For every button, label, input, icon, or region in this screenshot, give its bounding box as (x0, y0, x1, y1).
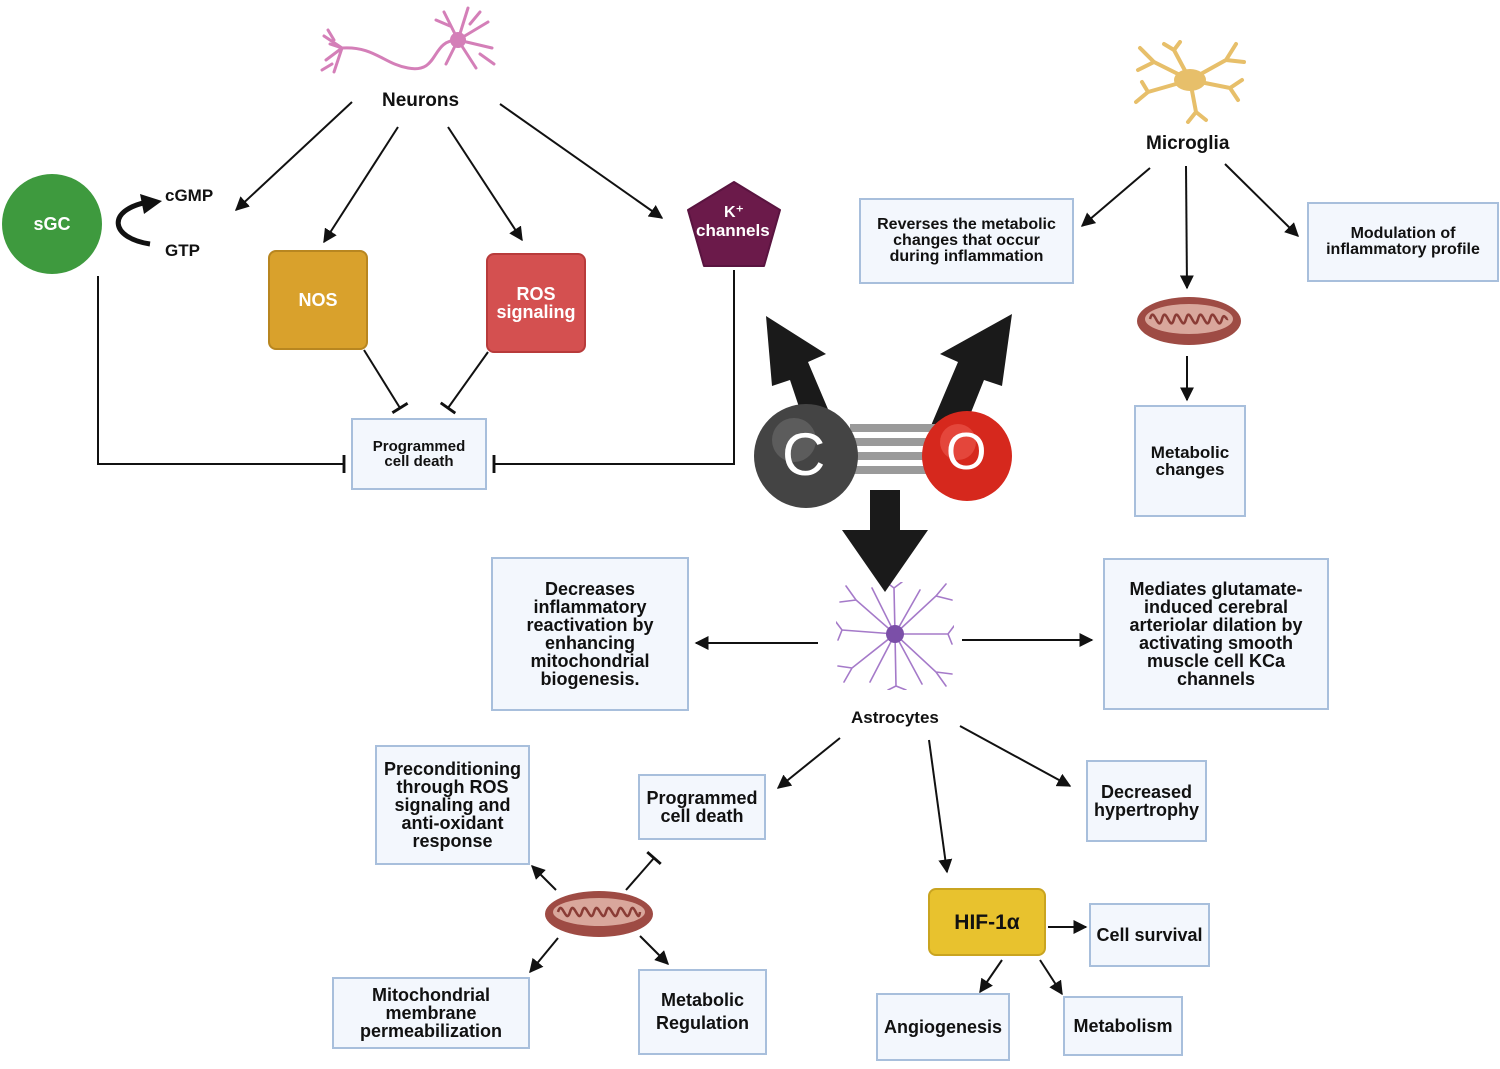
nos-label: NOS (298, 290, 338, 310)
cell-survival-box: Cell survival (1089, 903, 1210, 967)
preconditioning-box: Preconditioning through ROS signaling an… (375, 745, 530, 865)
inhibit-ros-death (439, 351, 489, 415)
arrow-astro-hypertrophy (959, 725, 1072, 787)
microglia-label: Microglia (1146, 133, 1230, 154)
mitochondrion-icon (1137, 297, 1241, 345)
metabolic-regulation-box: Metabolic Regulation (638, 969, 767, 1055)
arrow-astro-hif (928, 739, 953, 874)
arrow-neurons-nos (323, 126, 399, 244)
k-channels-label: channels (696, 221, 770, 240)
co-molecule-icon (754, 314, 1012, 592)
oxygen-label: O (946, 423, 987, 481)
astro-programmed-death-box: Programmed cell death (638, 774, 766, 840)
hif-label: HIF-1α (954, 910, 1020, 934)
mito-permeabilization-box: Mitochondrial membrane permeabilization (332, 977, 530, 1049)
angiogenesis-box: Angiogenesis (876, 993, 1010, 1061)
microglia-icon (1134, 40, 1246, 124)
arrow-neurons-k (499, 103, 664, 219)
mitochondrion-icon (545, 891, 653, 937)
gtp-label: GTP (165, 241, 200, 260)
metabolic-changes-box: Metabolic changes (1134, 405, 1246, 517)
modulation-box: Modulation of inflammatory profile (1307, 202, 1499, 282)
arrow-hif-metabolism (1039, 959, 1063, 996)
reverses-box: Reverses the metabolic changes that occu… (859, 198, 1074, 284)
arrow-microglia-modulation (1224, 163, 1299, 237)
astrocyte-icon (836, 582, 954, 690)
inhibit-nos-death (363, 349, 409, 414)
hif-box: HIF-1α (928, 888, 1046, 956)
inhibit-sgc-death (97, 276, 346, 473)
mediates-box: Mediates glutamate-induced cerebral arte… (1103, 558, 1329, 710)
decreases-box: Decreases inflammatory reactivation by e… (491, 557, 689, 711)
cycle-arrow-icon (115, 199, 151, 247)
arrow-neurons-ros (447, 126, 523, 242)
neuron-icon (320, 6, 496, 74)
inhibit-k-death (492, 270, 735, 473)
metabolism-box: Metabolism (1063, 996, 1183, 1056)
arrow-mito-preconditioning (531, 865, 557, 891)
k-channels-shape (687, 181, 781, 267)
arrow-mito-regulation (639, 935, 669, 965)
k-channels-sup: K⁺ (724, 204, 744, 221)
cgmp-label: cGMP (165, 186, 214, 205)
arrow-microglia-reverses (1080, 167, 1151, 227)
arrow-mito-permeabilization (529, 937, 559, 974)
sgc-label: sGC (33, 213, 71, 234)
ros-box: ROS signaling (486, 253, 586, 353)
arrow-hif-angiogenesis (979, 959, 1003, 994)
decreased-hypertrophy-box: Decreased hypertrophy (1086, 760, 1207, 842)
inhibit-mito-death (625, 850, 662, 891)
arrow-microglia-mito (1179, 165, 1194, 290)
arrow-neurons-cgmp (234, 101, 353, 211)
ros-label: ROS signaling (496, 284, 576, 322)
sgc-node: sGC (2, 174, 102, 274)
neurons-label: Neurons (382, 90, 460, 111)
programmed-cell-death-box: Programmed cell death (351, 418, 487, 490)
carbon-label: C (782, 421, 826, 488)
arrow-astro-death (776, 737, 841, 789)
nos-box: NOS (268, 250, 368, 350)
astrocytes-label: Astrocytes (851, 708, 939, 727)
